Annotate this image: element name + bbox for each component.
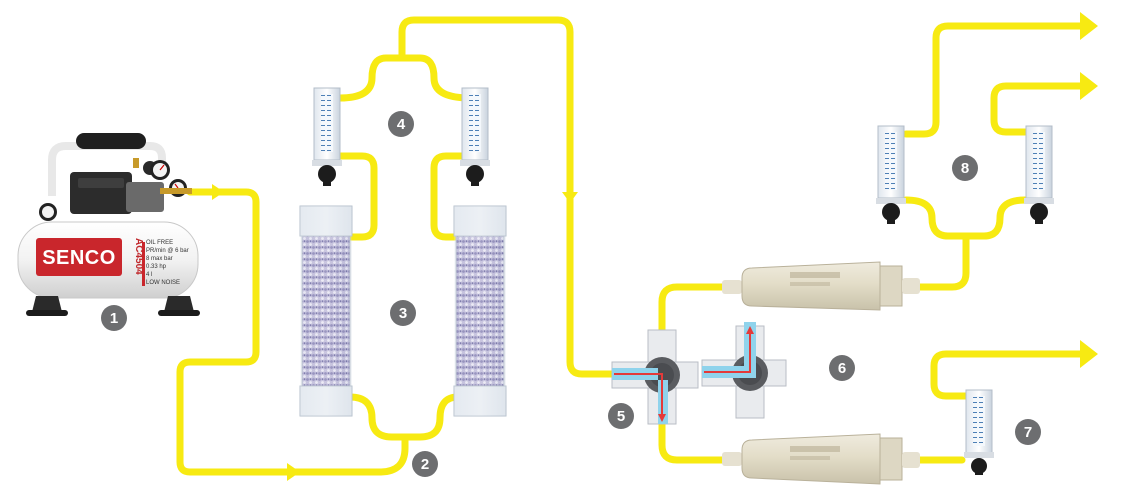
step-marker-4: 4 xyxy=(388,111,414,137)
flow-arrow-icon xyxy=(287,463,300,481)
rotameter-icon xyxy=(460,88,490,186)
flow-arrow-icon xyxy=(1080,12,1098,40)
rotameter-icon xyxy=(876,126,906,224)
spec-line: OIL FREE xyxy=(146,240,173,246)
spec-line: 0.33 hp xyxy=(146,264,167,270)
pipe-meter8-right-outlet xyxy=(994,86,1082,132)
adsorbent-column-icon xyxy=(300,206,352,416)
spec-line: LOW NOISE xyxy=(146,280,180,286)
step-marker-3: 3 xyxy=(390,300,416,326)
three-way-valve-icon xyxy=(702,322,786,418)
pipe-valve-to-lower-cartridge xyxy=(662,424,725,460)
spec-line: PR/min @ 6 bar xyxy=(146,248,189,254)
step-marker-6: 6 xyxy=(829,355,855,381)
spec-line: 4 l xyxy=(146,272,152,278)
air-compressor-icon: SENCO AC4504 OIL FREE PR/min @ 6 bar 8 m… xyxy=(18,133,200,316)
pipe-upper-cartridge-to-meters xyxy=(918,236,966,287)
flow-arrow-icon xyxy=(212,184,224,200)
flow-arrow-icon xyxy=(1080,72,1098,100)
compressor-brand: SENCO xyxy=(42,247,116,269)
filter-cartridge-icon xyxy=(722,434,920,484)
adsorbent-column-icon xyxy=(454,206,506,416)
step-marker-5: 5 xyxy=(608,403,634,429)
pipe-valve-to-upper-cartridge xyxy=(662,287,725,330)
flow-arrow-icon xyxy=(562,192,578,203)
pipe-meters-top-manifold xyxy=(340,58,470,98)
svg-text:4: 4 xyxy=(397,116,406,133)
step-marker-7: 7 xyxy=(1015,419,1041,445)
rotameter-icon xyxy=(312,88,342,186)
pipe-manifold-bottom xyxy=(350,397,458,437)
filter-cartridge-icon xyxy=(722,262,920,310)
svg-text:6: 6 xyxy=(838,360,846,377)
step-marker-1: 1 xyxy=(101,305,127,331)
pipe-meters8-bottom-manifold xyxy=(906,200,1025,236)
step-marker-2: 2 xyxy=(412,451,438,477)
compressor-handle xyxy=(76,133,146,149)
svg-text:3: 3 xyxy=(399,305,407,322)
step-marker-8: 8 xyxy=(952,155,978,181)
svg-text:5: 5 xyxy=(617,408,625,425)
rotameter-icon xyxy=(1024,126,1054,224)
svg-text:8: 8 xyxy=(961,160,969,177)
svg-text:7: 7 xyxy=(1024,424,1032,441)
rotameter-icon xyxy=(964,390,994,475)
flow-arrow-icon xyxy=(1080,340,1098,368)
svg-text:2: 2 xyxy=(421,456,429,473)
pipe-meter7-outlet xyxy=(934,354,1082,396)
svg-text:1: 1 xyxy=(110,310,118,327)
spec-line: 8 max bar xyxy=(146,256,173,262)
